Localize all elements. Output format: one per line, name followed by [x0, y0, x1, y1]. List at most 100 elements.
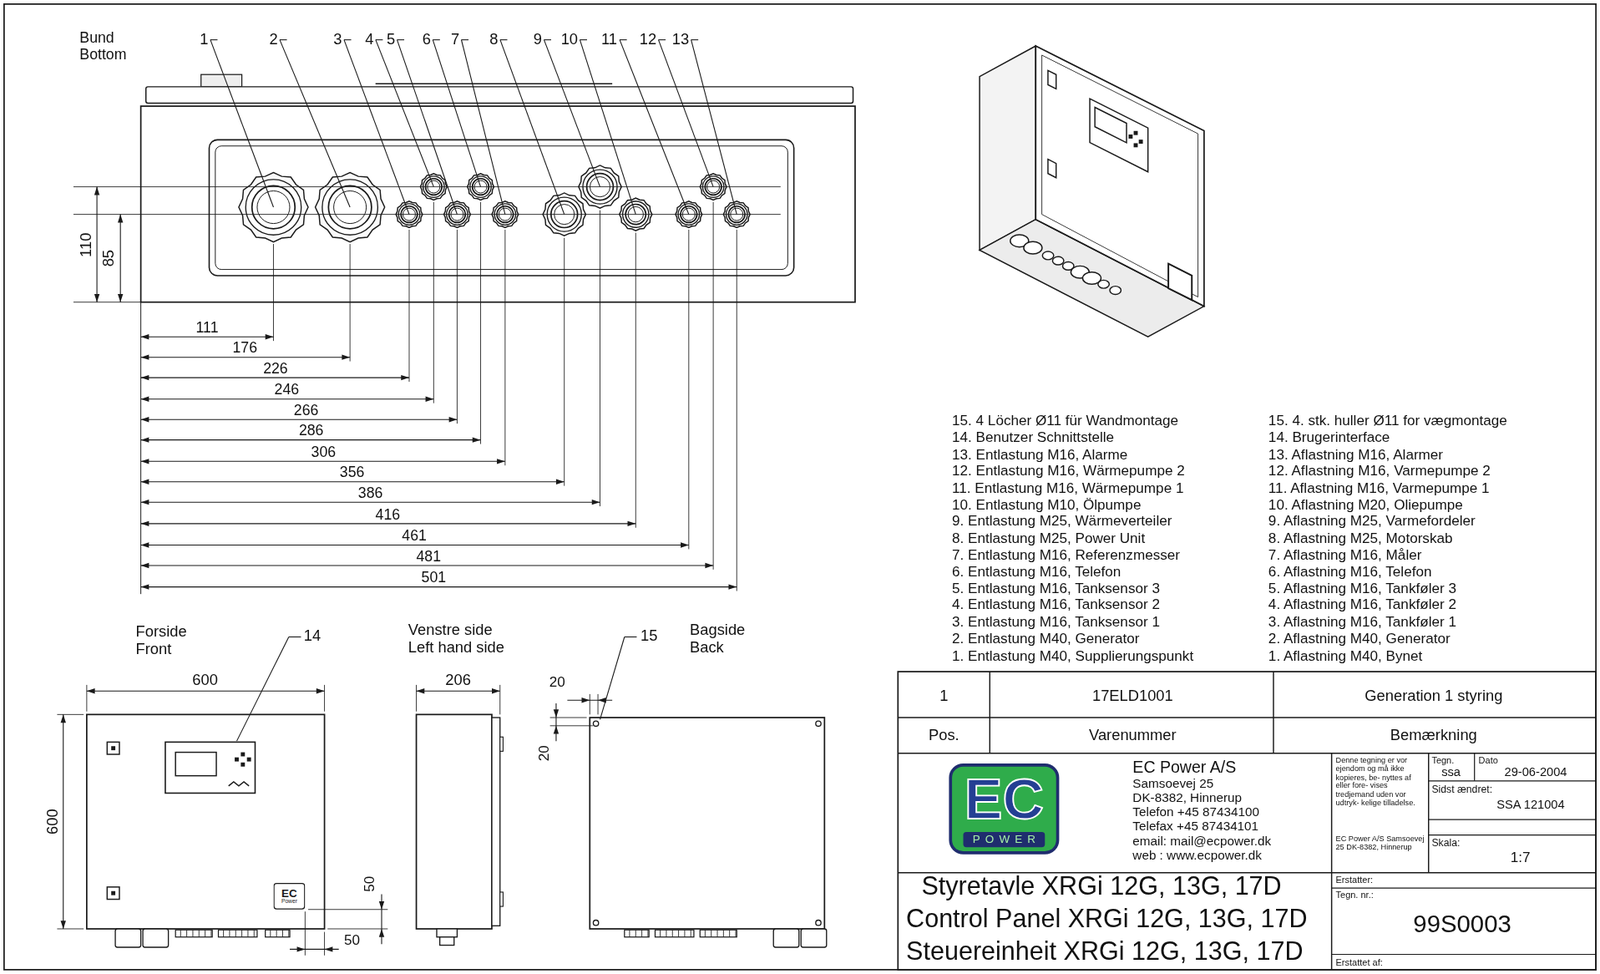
gland-divider	[222, 929, 224, 937]
arrow-head	[491, 688, 501, 694]
parts-list-item: 3. Entlastung M16, Tanksensor 1	[951, 612, 1160, 630]
company-address: Telefax +45 87434101	[1132, 819, 1259, 835]
field-value: SSA 121004	[1496, 798, 1565, 813]
arrow-head	[265, 334, 274, 340]
extension-line	[589, 693, 591, 714]
field-name: Erstattet af:	[1336, 956, 1383, 968]
dimension-value: 306	[311, 443, 337, 461]
cable-gland	[800, 928, 827, 947]
extension-line	[597, 693, 599, 714]
gland-divider	[253, 929, 255, 937]
cable-gland-hole	[257, 191, 290, 224]
extension-line	[308, 908, 388, 910]
view-label: Bund Bottom	[79, 29, 143, 63]
arrow-head	[141, 479, 150, 485]
leader-line	[658, 39, 667, 41]
sheet-frame	[4, 4, 1596, 970]
arrow-head	[553, 708, 559, 718]
copyright-note: Denne tegning er vor ejendom og må ikke …	[1336, 755, 1428, 808]
leader-line	[288, 636, 302, 638]
leader-line	[500, 40, 565, 215]
gland-divider	[659, 929, 661, 937]
enclosure-body	[141, 106, 856, 303]
hinge-pin	[111, 891, 116, 896]
parts-list-item: 6. Aflastning M16, Telefon	[1268, 562, 1433, 580]
callout-number: 9	[533, 30, 542, 48]
parts-list-item: 1. Entlastung M40, Supplierungspunkt	[951, 646, 1194, 664]
dimension-value: 206	[445, 670, 471, 689]
leader-line	[461, 39, 470, 41]
dimension-value: 386	[358, 483, 384, 501]
mounting-hole	[592, 720, 598, 726]
dimension-value: 600	[192, 670, 218, 689]
cable-gland	[115, 928, 142, 947]
dimension-line	[141, 377, 410, 379]
hinge	[106, 741, 120, 755]
gland-divider	[228, 929, 230, 937]
table-rule	[989, 671, 991, 754]
arrow-head	[704, 562, 714, 568]
arrow-head	[416, 688, 426, 694]
dimension-line	[120, 214, 122, 303]
cable-gland-row	[624, 929, 649, 937]
dimension-line	[141, 564, 714, 566]
extension-line	[713, 202, 714, 570]
gland-divider	[690, 929, 692, 937]
gland-divider	[717, 929, 719, 937]
cable-gland	[1023, 241, 1043, 254]
arrow-head	[379, 901, 385, 910]
hinge	[500, 891, 504, 907]
display-module	[165, 741, 256, 793]
parts-list-item: 5. Aflastning M16, Tankføler 3	[1268, 579, 1457, 597]
arrow-head	[141, 499, 150, 505]
gland-divider	[647, 929, 649, 937]
gland-divider	[628, 929, 630, 937]
extension-line	[273, 243, 274, 341]
arrow-head	[379, 928, 385, 937]
parts-list-item: 15. 4. stk. huller Ø11 for vægmontage	[1268, 412, 1508, 430]
company-address: email: mail@ecpower.dk	[1132, 833, 1271, 849]
leader-line	[344, 39, 352, 41]
arrow-head	[94, 293, 100, 303]
leader-line	[619, 39, 628, 41]
extension-line	[456, 229, 458, 424]
leader-line	[691, 39, 699, 41]
enclosure-side	[979, 45, 1036, 250]
view-label: Forside Front	[136, 623, 198, 659]
gland-divider	[282, 929, 284, 937]
dimension-line	[141, 501, 601, 503]
arrow-head	[582, 697, 591, 703]
dimension-value: 600	[43, 808, 61, 835]
enclosure-back	[589, 717, 825, 929]
leader-line	[658, 40, 714, 188]
arrow-head	[117, 214, 123, 223]
table-cell: Generation 1 styring	[1364, 686, 1503, 704]
field-name: Skala:	[1431, 836, 1460, 849]
callout-number: 5	[386, 30, 395, 48]
table-cell: Varenummer	[1088, 725, 1177, 744]
arrow-head	[60, 920, 66, 929]
parts-list-item: 1. Aflastning M40, Bynet	[1268, 646, 1423, 664]
parts-list-item: 12. Entlastung M16, Wärmepumpe 2	[951, 462, 1185, 480]
display-screen	[175, 752, 217, 776]
hinge	[500, 736, 504, 751]
logo-text: EC	[964, 770, 1044, 828]
drawing-title: Control Panel XRGi 12G, 13G, 17D	[906, 903, 1308, 933]
arrow-head	[627, 521, 636, 527]
gland-divider	[276, 929, 278, 937]
arrow-head	[141, 416, 150, 422]
dimension-value: 501	[421, 568, 447, 586]
dimension-value: 85	[99, 249, 117, 267]
cable-gland	[773, 928, 800, 947]
company-address: web : www.ecpower.dk	[1132, 847, 1262, 863]
arrow-head	[449, 416, 458, 422]
dimension-value: 461	[401, 526, 427, 544]
dimension-value: 286	[298, 421, 325, 439]
callout-number: 1	[199, 30, 208, 48]
center-line	[73, 186, 781, 188]
logo-box: ECPOWER	[948, 763, 1059, 855]
top-gland	[201, 74, 243, 87]
table-rule	[1428, 834, 1596, 836]
cable-gland-row	[699, 929, 737, 937]
field-name: Tegn. nr.:	[1336, 889, 1374, 901]
